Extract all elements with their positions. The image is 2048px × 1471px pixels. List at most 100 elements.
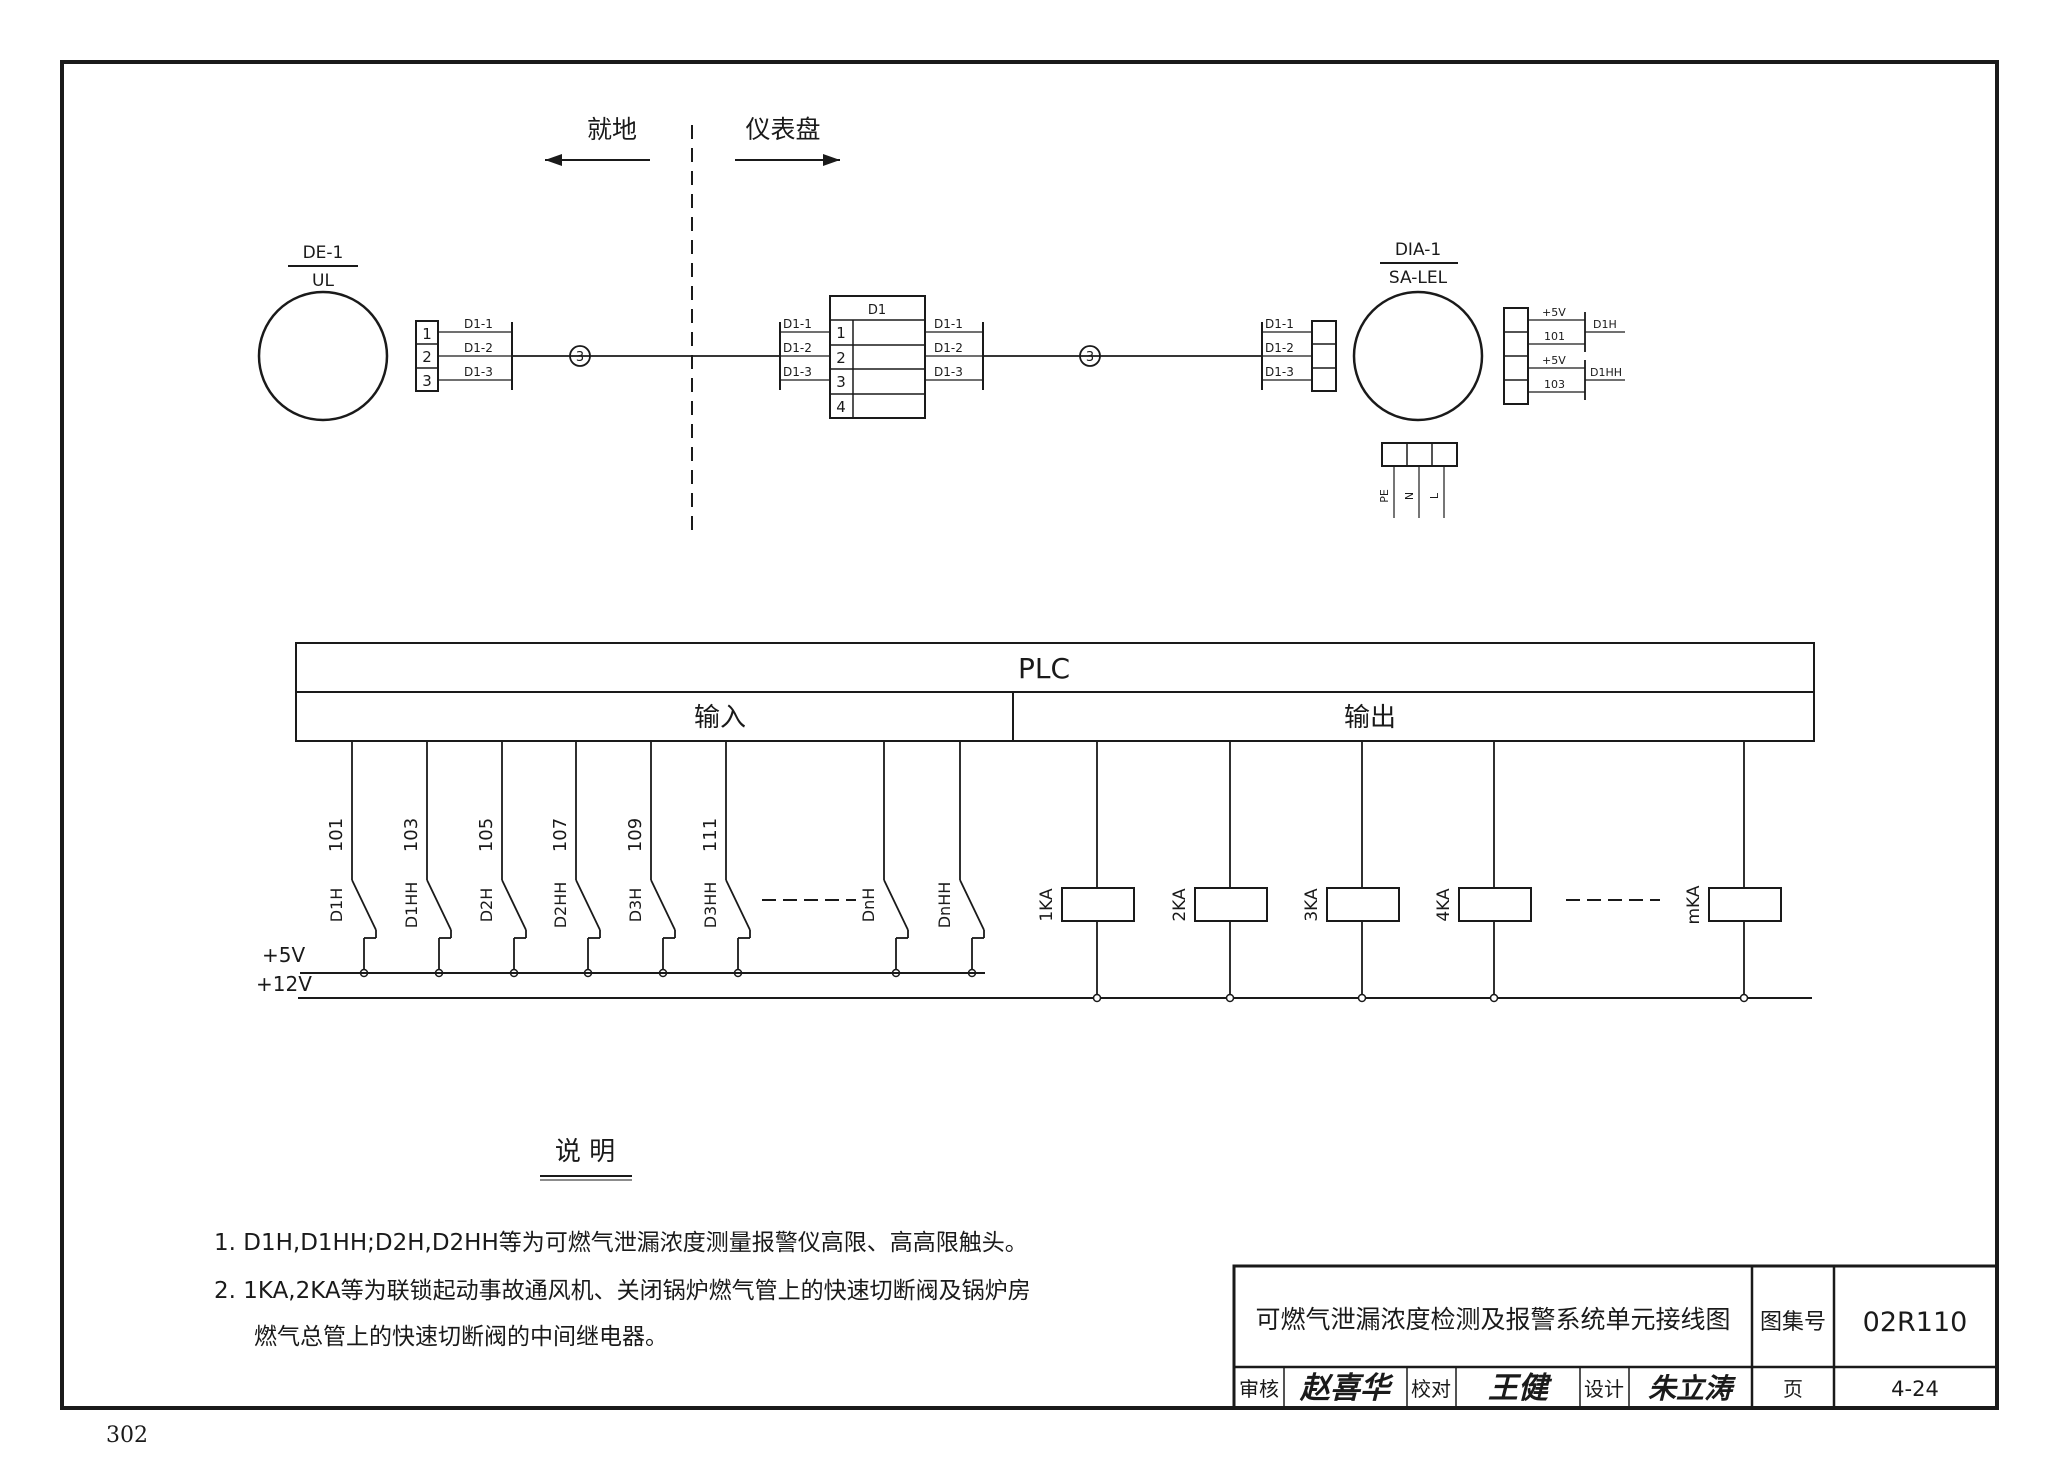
plc-block: PLC 输入 输出 [295,642,1815,742]
junction-title: D1 [868,303,886,318]
arrow-right-icon [823,154,840,166]
check-signature: 王健 [1488,1371,1553,1406]
rail-label-12v: +12V [256,972,312,996]
input-contact-label: D2H [477,888,496,923]
alarm-unit-dia1: D1-1 D1-2 D1-3 DIA-1 SA-LEL +5V 101 +5V … [1261,240,1625,518]
detector-tag: DE-1 [303,243,344,263]
detector-terminal-strip: 1 2 3 [415,320,439,392]
wire-label: D1-2 [464,341,493,355]
wire-label: D1-1 [1265,317,1294,331]
design-signature: 朱立涛 [1648,1372,1736,1405]
input-contact-label: DnHH [935,882,954,929]
input-number: 101 [326,818,347,852]
svg-text:3: 3 [1086,350,1094,365]
input-contact: DnH [859,741,909,978]
relay-label: 4KA [1434,888,1454,922]
zone-divider: 就地 仪表盘 [545,115,840,535]
rail-label-5v: +5V [262,943,305,967]
notes-heading: 说 明 [555,1137,615,1167]
input-contact-label: DnH [859,888,878,923]
output-relay: 4KA [1434,741,1532,1003]
detector-type: UL [312,271,334,291]
svg-text:3: 3 [576,350,584,365]
plc-output-label: 输出 [1344,703,1396,733]
output-relay: 2KA [1170,741,1268,1003]
check-label: 校对 [1411,1377,1451,1401]
wire-label: D1-3 [934,365,963,379]
wire-label: D1-1 [783,317,812,331]
review-signature: 赵喜华 [1299,1371,1394,1406]
wire-label: D1-1 [934,317,963,331]
output-relay: 1KA [1037,741,1135,1003]
detector-terminal: 2 [422,348,432,366]
detector-terminal: 1 [422,325,432,343]
cable-mark: 3 [1079,345,1101,367]
input-number: 105 [476,818,497,852]
detector-de1: DE-1 UL 1 2 3 D1-1 D1-2 D1-3 [257,243,513,422]
junction-box-d1: D1-1 D1-2 D1-3 D1 1 2 3 4 D1-1 D1-2 D1-3 [779,295,984,419]
alarm-out-wire: +5V [1542,306,1566,319]
wire-label: D1-1 [464,317,493,331]
input-contact-label: D3HH [701,882,720,929]
input-contact-label: D3H [626,888,645,923]
input-number: 103 [401,818,422,852]
title-block: 可燃气泄漏浓度检测及报警系统单元接线图 图集号 02R110 审核 赵喜华 校对… [1232,1264,1999,1410]
zone-label-panel: 仪表盘 [745,115,820,144]
junction-row: 2 [836,349,846,367]
drawing-border [60,60,1999,1410]
wire-label: D1-3 [464,365,493,379]
relay-label: 1KA [1037,888,1057,922]
alarm-out-signal: D1HH [1590,366,1622,379]
atlas-label: 图集号 [1760,1310,1826,1335]
wire-label: D1-3 [1265,365,1294,379]
wire-label: D1-2 [934,341,963,355]
sheet-page-number: 302 [106,1423,148,1448]
detector-terminal: 3 [422,372,432,390]
alarm-out-wire: 101 [1544,330,1565,343]
alarm-tag: DIA-1 [1395,240,1441,260]
plc-title: PLC [1018,652,1070,685]
alarm-out-wire: +5V [1542,354,1566,367]
alarm-out-signal: D1H [1593,318,1617,331]
plc-input-label: 输入 [694,703,746,733]
supply-rails: +5V +12V [256,943,1812,999]
alarm-type: SA-LEL [1389,268,1448,288]
junction-row: 4 [836,398,846,416]
review-label: 审核 [1239,1377,1279,1401]
atlas-number: 02R110 [1863,1307,1968,1338]
page-label: 页 [1783,1377,1803,1401]
input-contact-label: D2HH [551,882,570,929]
wire-label: D1-2 [783,341,812,355]
output-relay: mKA [1684,741,1782,1003]
arrow-left-icon [545,154,562,166]
cable-mark: 3 [569,345,591,367]
relay-label: 2KA [1170,888,1190,922]
alarm-circle [1352,290,1484,422]
design-label: 设计 [1584,1377,1624,1401]
alarm-out-wire: 103 [1544,378,1565,391]
power-terminal: N [1403,492,1416,500]
junction-row: 1 [836,324,846,342]
wire-label: D1-2 [1265,341,1294,355]
power-terminal: L [1428,492,1441,499]
page-number-cell: 4-24 [1891,1377,1939,1401]
drawing-title: 可燃气泄漏浓度检测及报警系统单元接线图 [1255,1305,1730,1334]
input-number: 111 [700,818,721,852]
notes: 说 明 1. D1H,D1HH;D2H,D2HH等为可燃气泄漏浓度测量报警仪高限… [214,1137,1031,1350]
note-item: 燃气总管上的快速切断阀的中间继电器。 [254,1324,668,1350]
relay-label: mKA [1684,885,1704,924]
zone-label-local: 就地 [587,115,637,144]
note-item: 1. D1H,D1HH;D2H,D2HH等为可燃气泄漏浓度测量报警仪高限、高高限… [214,1230,1028,1256]
wire-label: D1-3 [783,365,812,379]
input-number: 109 [625,818,646,852]
input-number: 107 [550,818,571,852]
